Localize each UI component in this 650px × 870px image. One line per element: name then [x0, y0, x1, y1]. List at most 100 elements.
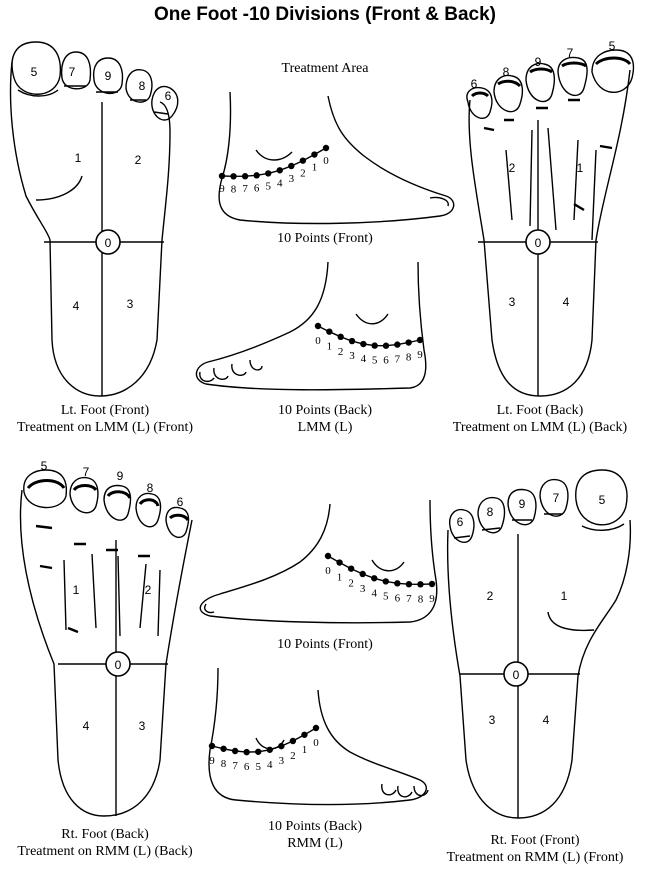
zone-number: 2: [487, 589, 494, 603]
toe-3: [103, 484, 132, 521]
point-number: 6: [383, 355, 389, 367]
treatment-point: [218, 172, 226, 180]
treatment-point: [416, 336, 424, 344]
ankle-right-front-caption: 10 Points (Front): [277, 637, 373, 652]
toe-4: [125, 69, 153, 103]
treatment-point: [382, 342, 390, 349]
point-number: 4: [267, 759, 273, 771]
toe-3: [92, 57, 124, 94]
rt-back-caption: Rt. Foot (Back) Treatment on RMM (L) (Ba…: [0, 826, 210, 860]
zone-number: 1: [577, 161, 584, 175]
zone-number: 1: [73, 583, 80, 597]
chain-line: [211, 727, 317, 753]
toe-nail: [204, 603, 215, 614]
point-number: 1: [337, 572, 343, 584]
toe-nails: [26, 479, 190, 521]
chain-line: [327, 555, 433, 586]
point-number: 6: [395, 592, 401, 604]
treatment-point: [265, 170, 272, 177]
treatment-point: [276, 167, 283, 174]
ankle-left-back-caption: 10 Points (Back) LMM (L): [250, 402, 400, 436]
caption-line: Rt. Foot (Back): [61, 827, 149, 842]
center-circle: [105, 651, 131, 677]
toe-small: [449, 508, 475, 544]
treatment-point: [348, 337, 356, 345]
point-number: 4: [361, 353, 367, 365]
toe-big: [591, 49, 635, 93]
point-number: 8: [406, 352, 412, 364]
point-number: 5: [383, 590, 389, 602]
toe-number: 6: [177, 495, 184, 509]
zone-number: 4: [73, 299, 80, 313]
toe-small: [466, 86, 493, 120]
treatment-area-label: Treatment Area: [281, 61, 369, 76]
treatment-point: [382, 578, 389, 585]
point-number: 1: [312, 162, 318, 174]
treatment-point: [230, 173, 237, 180]
point-chains: [208, 144, 436, 756]
toe-3: [507, 488, 537, 526]
toe-4: [493, 74, 524, 113]
center-circle: [95, 229, 121, 255]
toe-big: [11, 41, 62, 95]
treatment-point: [428, 580, 436, 588]
foot-outline: [468, 69, 631, 397]
arch-line: [35, 175, 83, 201]
point-number: 5: [265, 180, 271, 192]
point-number: 0: [325, 565, 331, 577]
ankle-outline: [199, 499, 438, 624]
right-foot-back: [19, 469, 193, 817]
ankle-left-front: [218, 91, 455, 225]
ankle-bone-curve: [371, 559, 405, 572]
point-number: 7: [395, 354, 401, 366]
toe-number: 9: [117, 469, 124, 483]
toe-number: 7: [83, 465, 90, 479]
caption-line: Treatment on LMM (L) (Front): [16, 420, 194, 435]
foot-outline: [19, 489, 193, 817]
center-number: 0: [105, 236, 112, 250]
treatment-point: [337, 333, 344, 341]
toe-number: 5: [31, 65, 38, 79]
zone-number: 2: [509, 161, 516, 175]
toe-nail: [17, 89, 59, 97]
chain-line: [317, 325, 421, 347]
treatment-point: [394, 341, 401, 348]
treatment-point: [311, 151, 318, 158]
treatment-point: [405, 339, 412, 346]
point-number: 3: [279, 755, 285, 767]
toe-nails: [470, 56, 632, 98]
ankle-outline: [218, 91, 455, 225]
zone-number: 3: [127, 297, 134, 311]
point-number: 3: [349, 350, 355, 362]
point-chain: [314, 322, 424, 349]
zone-number: 3: [489, 713, 496, 727]
left-foot-front: [9, 41, 179, 397]
chain-line: [221, 147, 327, 178]
point-chain: [324, 552, 436, 588]
toe-number: 9: [105, 69, 112, 83]
treatment-point: [371, 575, 378, 582]
treatment-point: [371, 342, 378, 349]
caption-line: 10 Points (Back): [277, 403, 373, 418]
ankle-bone-curve: [355, 313, 389, 325]
treatment-point: [253, 172, 260, 179]
ankle-left-back: [195, 261, 427, 391]
toe-4: [477, 496, 506, 534]
caption-line: Lt. Foot (Front): [60, 403, 150, 418]
toe-3: [525, 62, 556, 103]
treatment-point: [336, 559, 343, 566]
toe-number: 9: [535, 55, 542, 69]
point-number: 3: [360, 583, 366, 595]
treatment-point: [241, 173, 249, 180]
treatment-point: [322, 144, 330, 152]
caption-line: 10 Points (Back): [267, 819, 363, 834]
point-number: 8: [231, 183, 237, 195]
zone-number: 2: [145, 583, 152, 597]
ankle-left-front-caption: 10 Points (Front): [277, 231, 373, 246]
toe-nail: [429, 196, 449, 207]
zone-number: 1: [561, 589, 568, 603]
point-number: 5: [255, 761, 261, 773]
right-foot-front: [446, 469, 632, 819]
point-number: 9: [429, 593, 435, 605]
